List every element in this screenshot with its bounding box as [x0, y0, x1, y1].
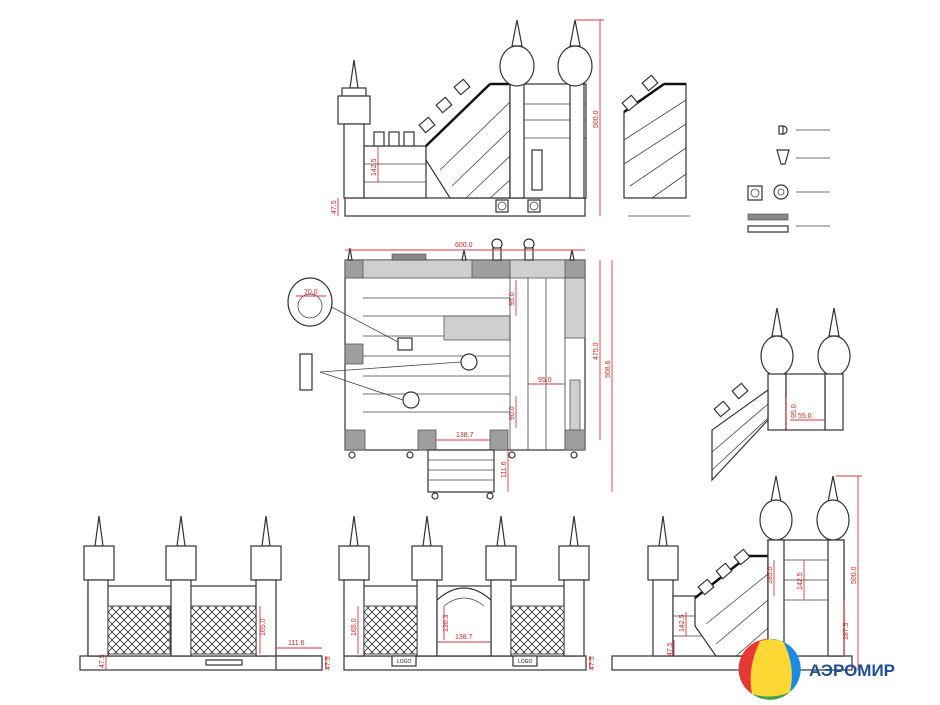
- dim-label: 47.5: [667, 642, 674, 656]
- front-view-middle: LOGO LOGO 165.0 130.3 138.7 47.5: [338, 515, 596, 671]
- slide-detail-view: [621, 74, 690, 217]
- dim-label: 165.0: [260, 618, 267, 636]
- dim-label: 47.5: [325, 656, 332, 670]
- brand-logo: АЭРОМИР: [738, 638, 895, 700]
- dim-label: 138.7: [456, 432, 474, 439]
- dim-label: 187.5: [843, 622, 850, 640]
- plan-view: 600.0 70.0 95.0 475.0 508.6 95.0 90.0 13…: [287, 238, 613, 500]
- side-view-top: 500.0 142.5 47.5: [331, 19, 604, 217]
- dim-label: 95.0: [538, 377, 552, 384]
- dim-label: 90.0: [509, 406, 516, 420]
- logo-label: LOGO: [518, 659, 533, 665]
- dim-label: 47.5: [589, 656, 596, 670]
- dim-label: 111.6: [288, 640, 305, 647]
- front-view-left: 165.0 111.6 47.5 47.5: [79, 515, 332, 671]
- dim-label: 95.0: [791, 404, 798, 418]
- dim-label: 142.5: [679, 614, 686, 632]
- logo-label: LOGO: [397, 659, 412, 665]
- dim-label: 508.6: [605, 360, 612, 378]
- dim-label: 70.0: [304, 289, 318, 296]
- dim-label: 47.5: [99, 654, 106, 668]
- dim-label: 142.5: [797, 572, 804, 590]
- dim-label: 500.0: [593, 110, 600, 128]
- dim-label: 47.5: [331, 200, 338, 214]
- dim-label: 500.0: [851, 566, 858, 584]
- side-view-bottom: 500.0 142.5 185.0 142.5 187.5 47.5: [611, 475, 862, 671]
- dim-label: 165.0: [351, 618, 358, 636]
- dim-label: 130.3: [443, 614, 450, 632]
- tower-slide-view: 95.0 55.0: [711, 307, 851, 482]
- dim-label: 185.0: [767, 566, 774, 584]
- dim-label: 138.7: [455, 634, 473, 641]
- dim-label: 600.0: [455, 242, 473, 249]
- dim-label: 475.0: [593, 342, 600, 360]
- dim-label: 142.5: [371, 158, 378, 176]
- legend-icons: [747, 125, 830, 233]
- dim-label: 111.6: [501, 461, 508, 478]
- dim-label: 55.0: [798, 413, 812, 420]
- brand-ball-icon: [738, 638, 801, 700]
- dim-label: 95.0: [509, 292, 516, 306]
- brand-name: АЭРОМИР: [809, 661, 895, 680]
